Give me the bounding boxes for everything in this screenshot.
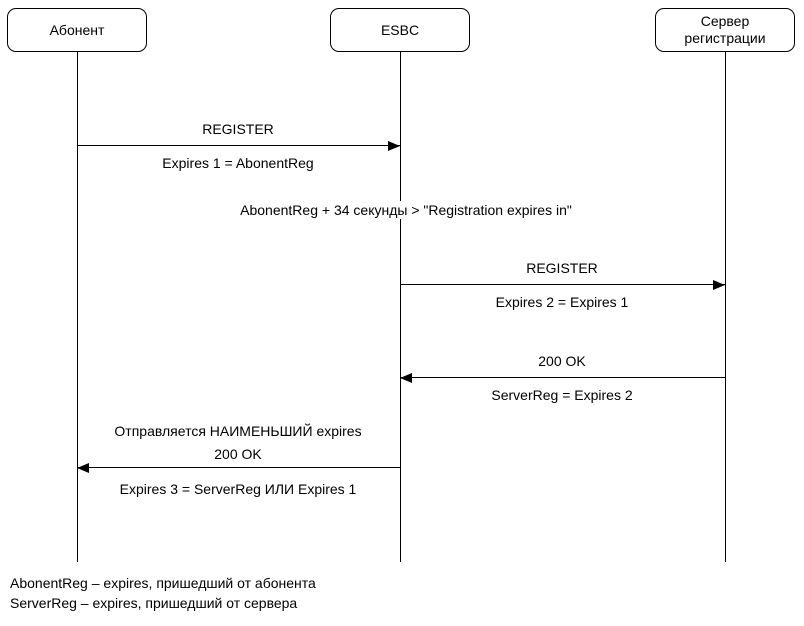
legend-line-abonentreg: AbonentReg – expires, пришедший от абоне… [10, 575, 316, 591]
message-4-label: 200 OK [211, 445, 265, 463]
message-2-label: REGISTER [523, 259, 601, 277]
message-4-sublabel: Expires 3 = ServerReg ИЛИ Expires 1 [116, 480, 360, 498]
message-1-label: REGISTER [199, 120, 277, 138]
actor-box-abonent: Абонент [7, 8, 147, 52]
actor-box-registration-server: Сервер регистрации [655, 8, 795, 52]
message-4-pre-label: Отправляется НАИМЕНЬШИЙ expires [111, 422, 365, 440]
arrowhead-left-icon [400, 372, 412, 383]
lifeline-esbc [400, 52, 401, 562]
actor-box-esbc: ESBC [330, 8, 470, 52]
legend: AbonentReg – expires, пришедший от абоне… [10, 573, 316, 613]
message-3-arrow [400, 372, 725, 383]
arrowhead-right-icon [713, 279, 725, 290]
message-4-arrow [77, 462, 400, 473]
actor-label-registration-server: Сервер регистрации [684, 13, 766, 46]
lifeline-abonent [77, 52, 78, 562]
message-1-arrow [77, 140, 400, 151]
message-3-sublabel: ServerReg = Expires 2 [488, 386, 636, 404]
legend-line-serverreg: ServerReg – expires, пришедший от сервер… [10, 595, 298, 611]
arrowhead-left-icon [77, 462, 89, 473]
message-1-sublabel: Expires 1 = AbonentReg [159, 154, 317, 172]
arrowhead-right-icon [388, 140, 400, 151]
note-registration-expires: AbonentReg + 34 секунды > "Registration … [237, 201, 575, 219]
message-2-sublabel: Expires 2 = Expires 1 [492, 293, 632, 311]
actor-label-abonent: Абонент [49, 21, 105, 38]
actor-label-esbc: ESBC [380, 21, 420, 38]
message-2-arrow [400, 279, 725, 290]
lifeline-registration-server [725, 52, 726, 562]
message-3-label: 200 OK [535, 352, 589, 370]
